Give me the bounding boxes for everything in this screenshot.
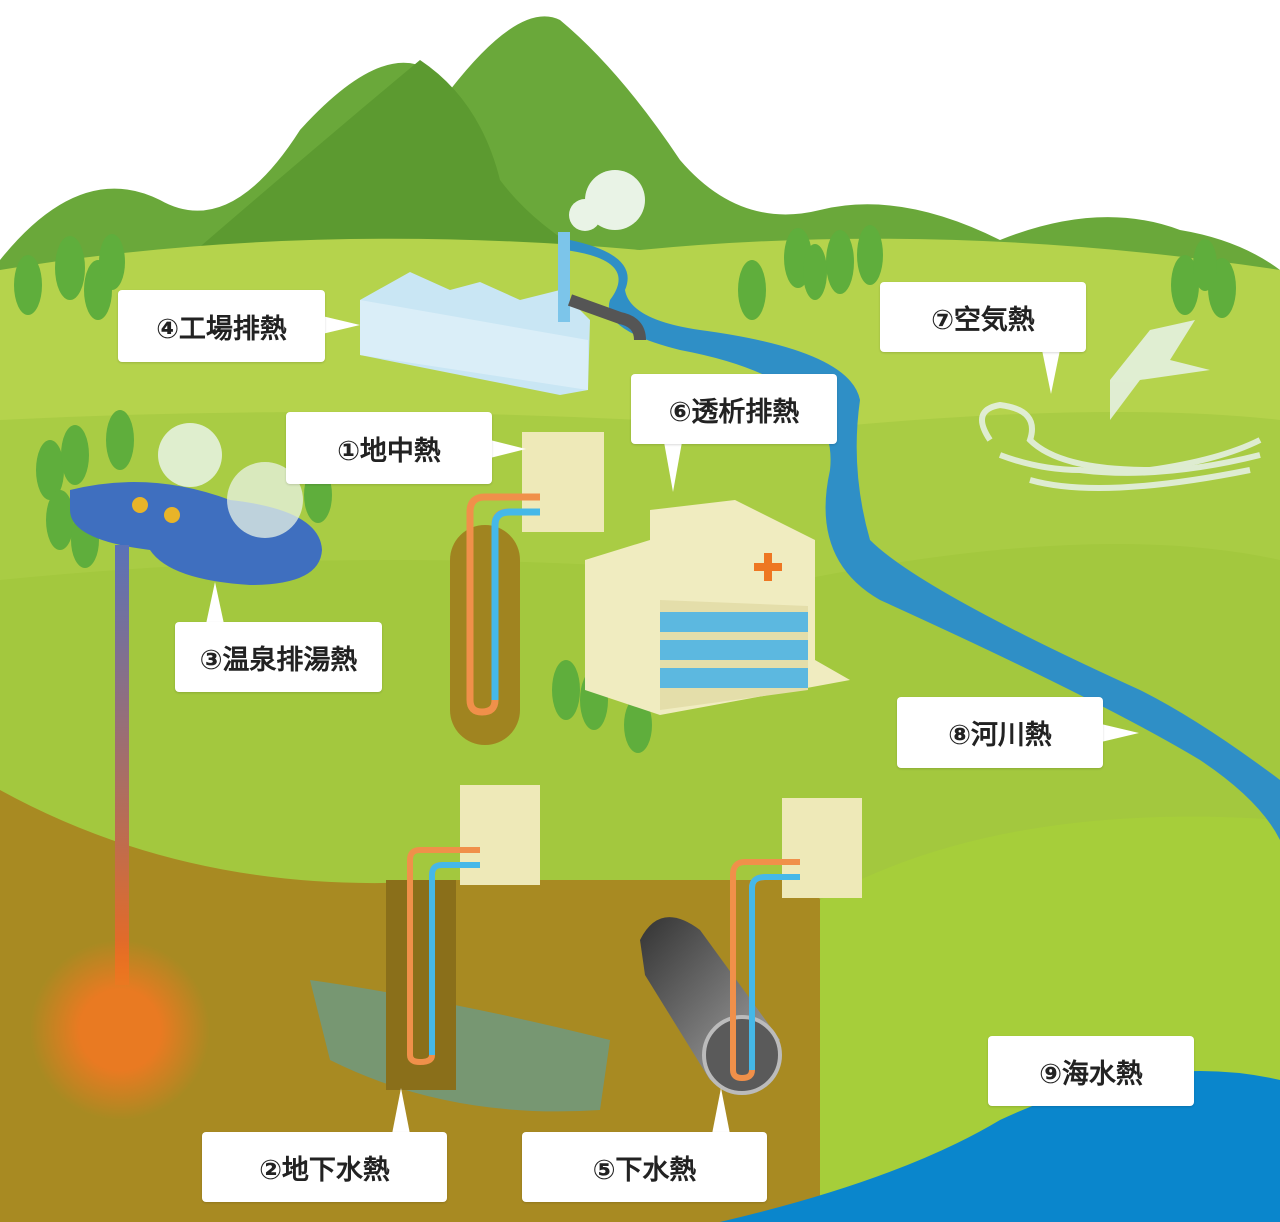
label-factory-waste-heat: ④工場排熱 [118,290,325,362]
label-river-heat: ⑧河川熱 [897,697,1103,768]
factory [360,170,646,395]
hot-spring [30,423,322,1120]
groundwater-well [310,785,610,1112]
river [565,240,1280,840]
label-dialysis-waste-heat: ⑥透析排熱 [631,374,837,444]
callout-pointer [1101,724,1139,742]
sea [720,1071,1280,1222]
label-sewage-heat: ⑤下水熱 [522,1132,767,1202]
label-air-heat: ⑦空気熱 [880,282,1086,352]
hospital [585,500,850,715]
callout-pointer [664,442,682,492]
label-seawater-heat: ⑨海水熱 [988,1036,1194,1106]
sewage-pipe [640,798,862,1095]
callout-pointer [392,1088,410,1134]
label-ground-heat: ①地中熱 [286,412,492,484]
ground-heat-well [450,432,604,745]
wind-and-bird [979,320,1262,491]
callout-pointer [1042,350,1060,394]
callout-pointer [712,1088,730,1134]
label-hot-spring-waste-water-heat: ③温泉排湯熱 [175,622,382,692]
label-groundwater-heat: ②地下水熱 [202,1132,447,1202]
callout-pointer [206,582,224,624]
callout-pointer [322,316,360,334]
callout-pointer [490,440,526,458]
